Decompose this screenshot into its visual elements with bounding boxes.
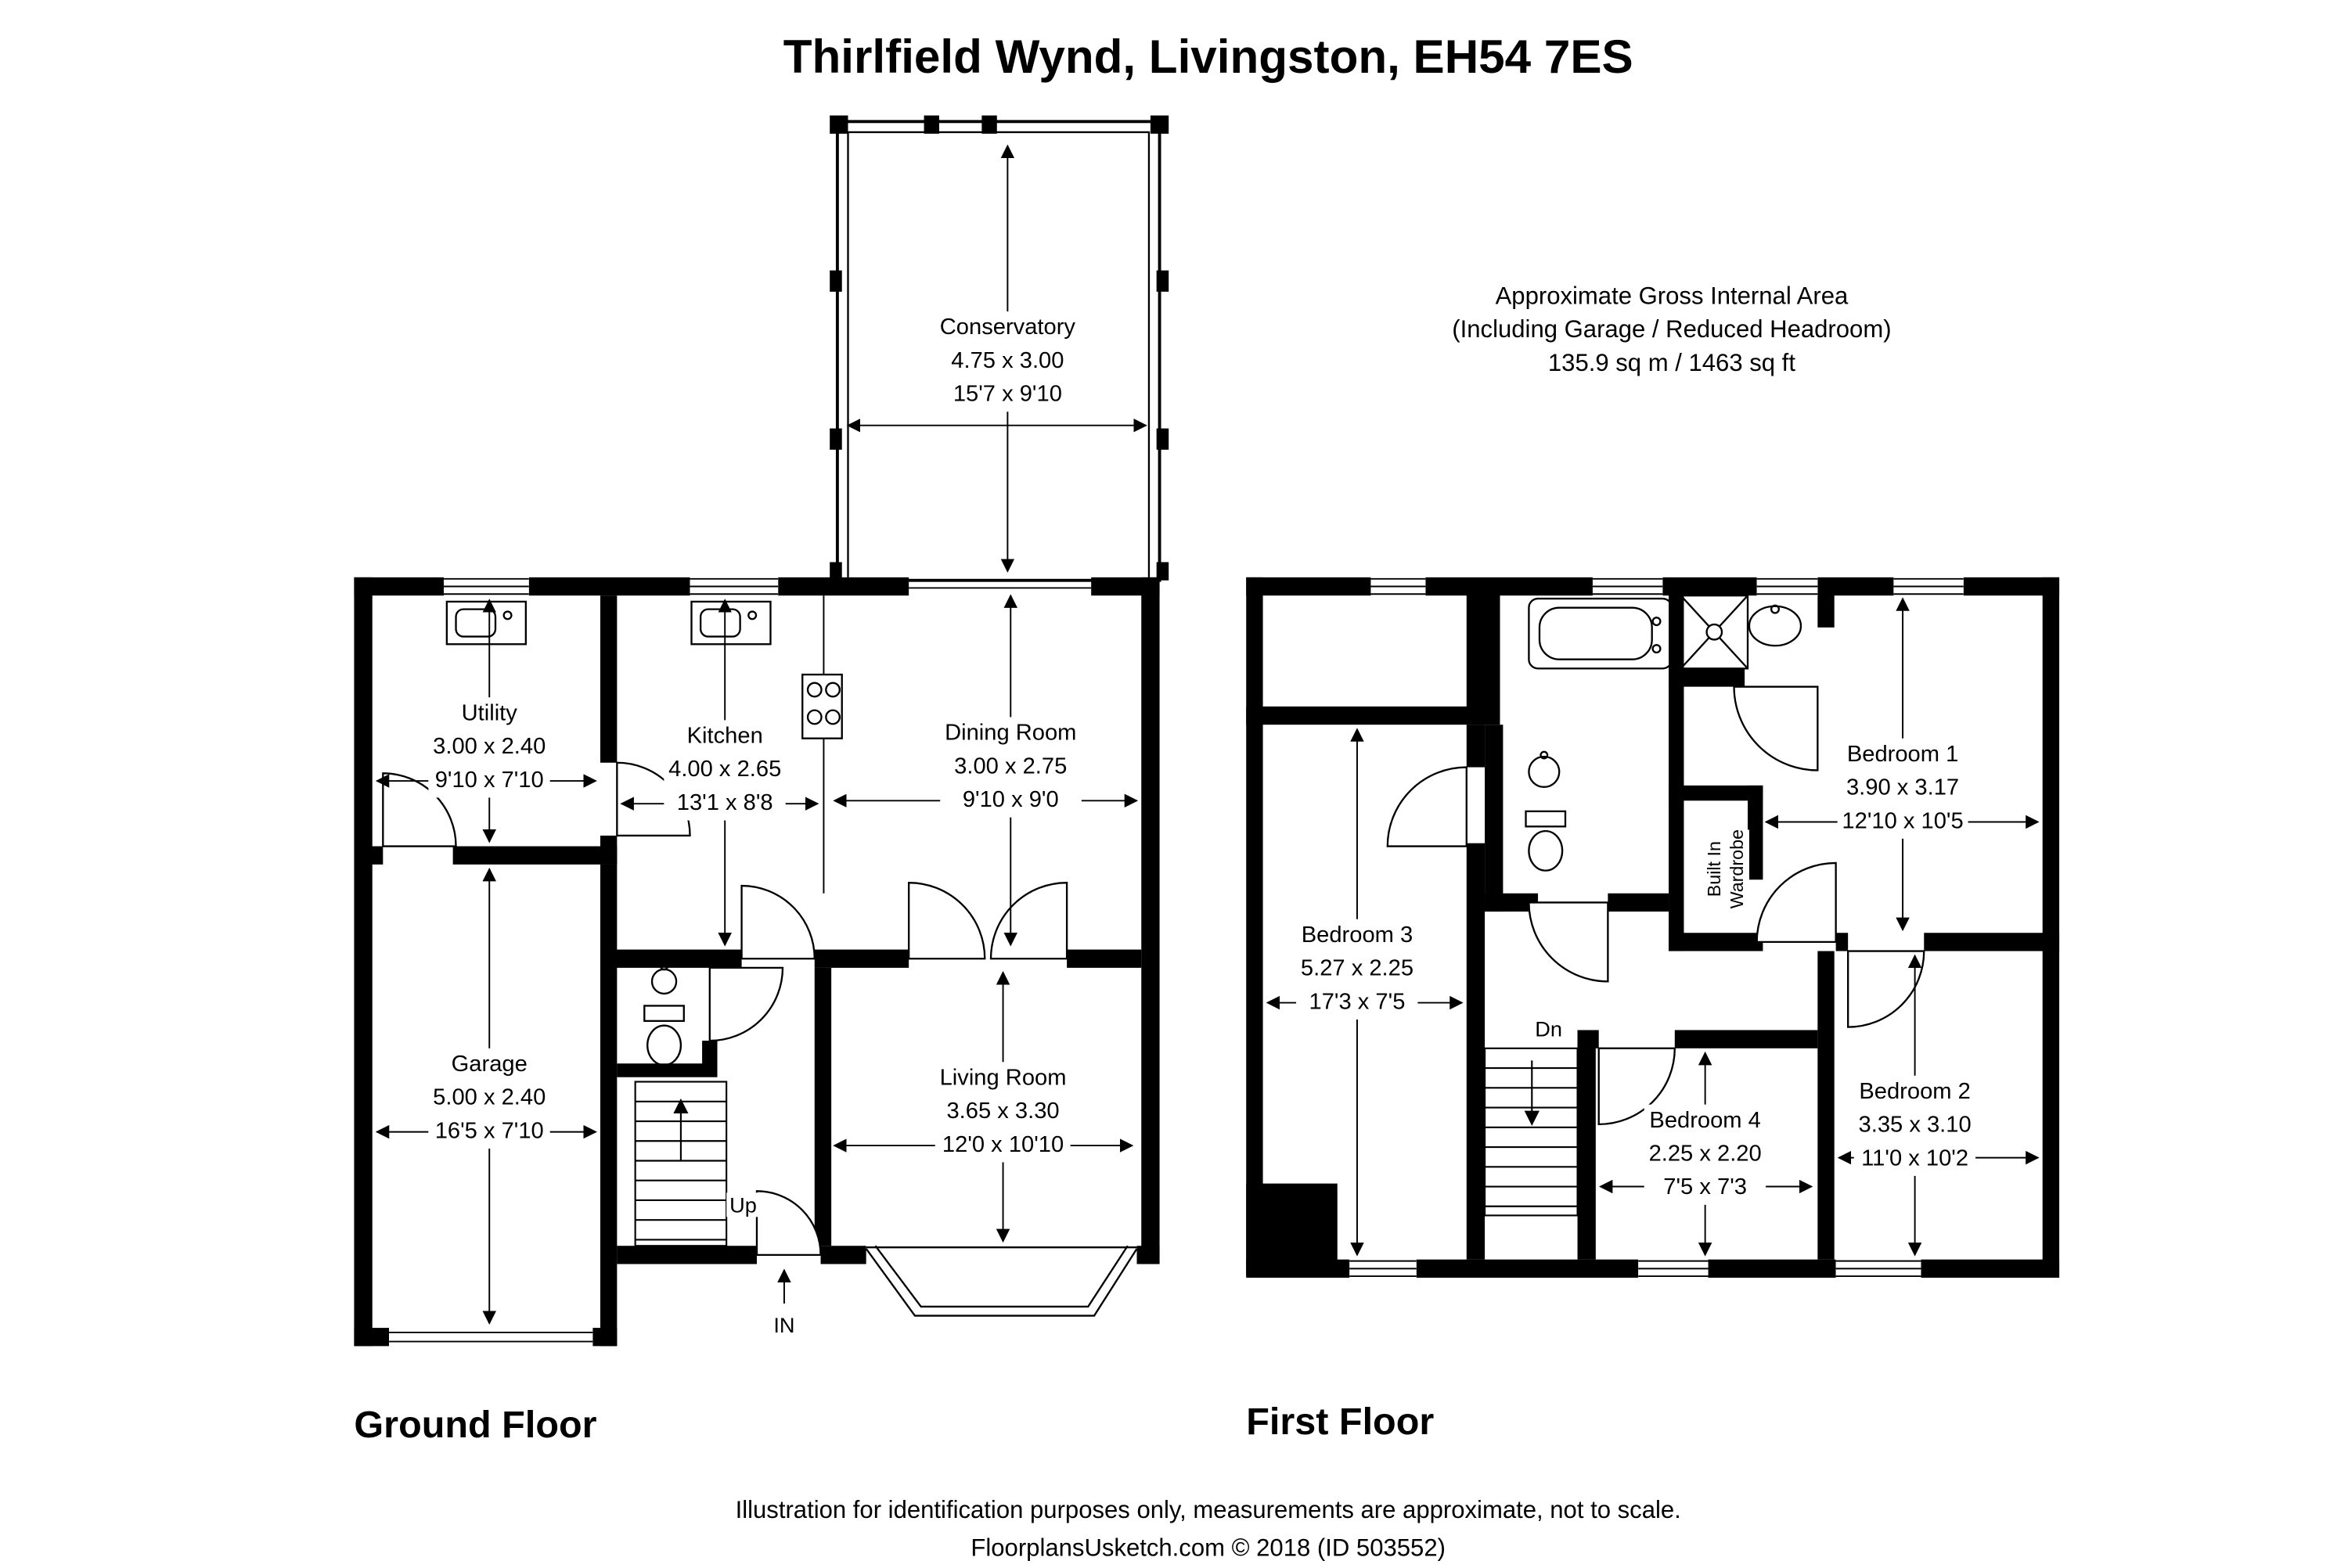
room-label-bedroom-2: Bedroom 2 3.35 x 3.10 11'0 x 10'2: [1853, 1075, 1976, 1176]
room-label-dining-room: Dining Room 3.00 x 2.75 9'10 x 9'0: [940, 717, 1082, 818]
room-label-bedroom-3: Bedroom 3 5.27 x 2.25 17'3 x 7'5: [1296, 919, 1418, 1020]
room-size-imperial: 7'5 x 7'3: [1663, 1174, 1747, 1200]
area-note-line1: Approximate Gross Internal Area: [1495, 284, 1849, 311]
stairs-down-label: Dn: [1532, 1016, 1565, 1041]
ground-floor-walls: [354, 577, 1160, 1347]
room-size-imperial: 12'10 x 10'5: [1842, 808, 1964, 835]
plan-title: Thirlfield Wynd, Livingston, EH54 7ES: [783, 30, 1633, 84]
room-name: Garage: [451, 1051, 528, 1077]
room-name: Living Room: [939, 1065, 1067, 1091]
room-size-metric: 5.00 x 2.40: [433, 1084, 546, 1111]
room-size-imperial: 15'7 x 9'10: [953, 381, 1062, 408]
room-label-conservatory: Conservatory 4.75 x 3.00 15'7 x 9'10: [935, 311, 1080, 412]
first-floor-plan: [1246, 575, 2060, 1279]
first-floor-fixtures: [1525, 595, 1802, 872]
room-size-imperial: 9'10 x 7'10: [434, 767, 544, 793]
room-label-kitchen: Kitchen 4.00 x 2.65 13'1 x 8'8: [664, 720, 787, 821]
first-floor-windows: [1349, 575, 1964, 1279]
room-size-metric: 5.27 x 2.25: [1300, 955, 1414, 982]
stairs-up-label: Up: [726, 1192, 760, 1217]
room-label-bedroom-1: Bedroom 1 3.90 x 3.17 12'10 x 10'5: [1837, 738, 1968, 839]
room-size-imperial: 16'5 x 7'10: [434, 1118, 544, 1145]
room-name: Dining Room: [945, 720, 1077, 746]
staircase-up: [634, 1081, 728, 1247]
room-size-metric: 2.25 x 2.20: [1648, 1141, 1762, 1167]
bay-window: [865, 1244, 1138, 1317]
room-size-metric: 3.00 x 2.40: [433, 733, 546, 760]
room-size-imperial: 17'3 x 7'5: [1309, 989, 1406, 1016]
room-name: Bedroom 4: [1649, 1107, 1761, 1134]
area-note-line2: (Including Garage / Reduced Headroom): [1452, 317, 1892, 343]
footer-disclaimer: Illustration for identification purposes…: [735, 1498, 1681, 1524]
room-size-imperial: 11'0 x 10'2: [1861, 1145, 1969, 1172]
first-floor-doors: [1386, 685, 1925, 1126]
room-size-imperial: 12'0 x 10'10: [942, 1131, 1064, 1158]
area-note: Approximate Gross Internal Area (Includi…: [1452, 281, 1891, 381]
wardrobe-line1: Built In: [1703, 841, 1725, 897]
room-name: Bedroom 2: [1859, 1078, 1971, 1105]
floor-title-ground: Ground Floor: [354, 1404, 597, 1447]
room-size-metric: 3.35 x 3.10: [1858, 1112, 1972, 1138]
entrance-in-label: IN: [770, 1312, 798, 1337]
room-name: Bedroom 3: [1301, 922, 1413, 948]
staircase-down: [1484, 1047, 1579, 1217]
room-name: Utility: [461, 700, 517, 727]
footer-credit: FloorplansUsketch.com © 2018 (ID 503552): [971, 1536, 1446, 1563]
ground-floor-windows: [389, 575, 1092, 1348]
room-size-imperial: 9'10 x 9'0: [962, 786, 1059, 813]
room-name: Bedroom 1: [1846, 741, 1959, 768]
footer: Illustration for identification purposes…: [736, 1492, 1681, 1568]
conservatory-walls: [830, 115, 1169, 582]
room-label-bedroom-4: Bedroom 4 2.25 x 2.20 7'5 x 7'3: [1644, 1104, 1766, 1205]
first-floor-walls: [1246, 577, 2060, 1278]
room-name: Kitchen: [686, 723, 763, 750]
ground-floor-fixtures: [445, 595, 843, 1066]
room-size-metric: 3.90 x 3.17: [1846, 775, 1960, 801]
room-label-garage: Garage 5.00 x 2.40 16'5 x 7'10: [428, 1048, 551, 1149]
room-label-utility: Utility 3.00 x 2.40 9'10 x 7'10: [428, 697, 551, 798]
room-size-metric: 4.75 x 3.00: [951, 347, 1064, 374]
wardrobe-line2: Wardrobe: [1726, 829, 1748, 909]
room-size-metric: 4.00 x 2.65: [668, 756, 782, 783]
room-size-metric: 3.00 x 2.75: [954, 753, 1068, 780]
room-size-imperial: 13'1 x 8'8: [676, 789, 773, 816]
room-size-metric: 3.65 x 3.30: [946, 1098, 1060, 1124]
room-label-living-room: Living Room 3.65 x 3.30 12'0 x 10'10: [935, 1062, 1071, 1163]
built-in-wardrobe-label: Built In Wardrobe: [1703, 829, 1749, 909]
room-name: Conservatory: [939, 314, 1075, 340]
area-note-line3: 135.9 sq m / 1463 sq ft: [1547, 351, 1795, 377]
floor-title-first: First Floor: [1246, 1401, 1435, 1444]
